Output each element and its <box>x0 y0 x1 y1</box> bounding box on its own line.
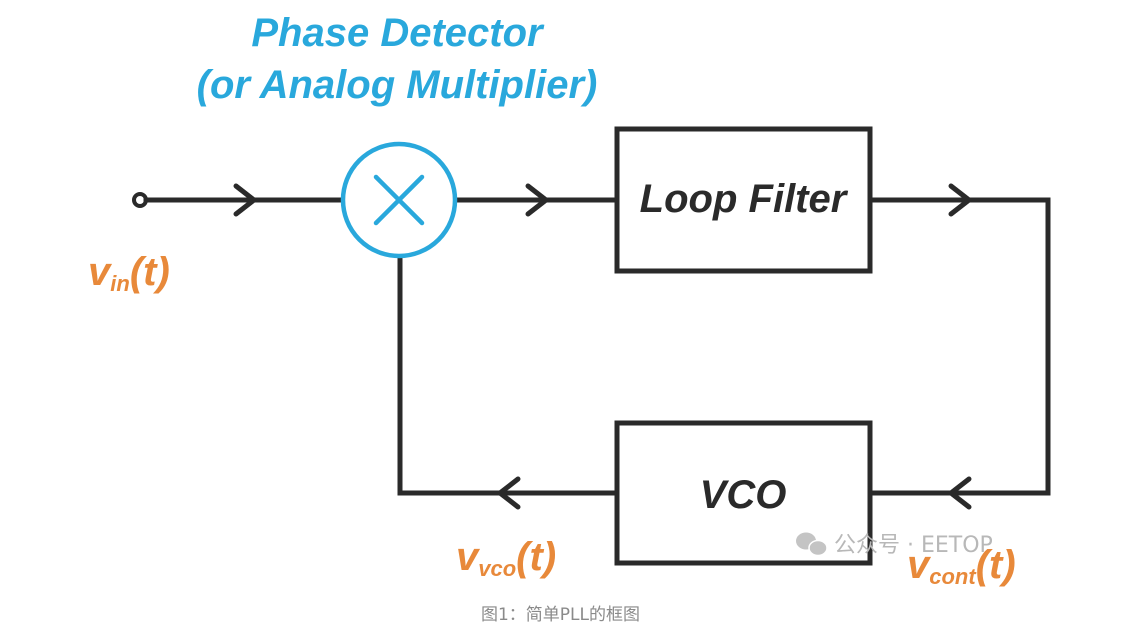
signal-vin: vin(t) <box>88 250 170 296</box>
loop-filter-block: Loop Filter <box>614 126 873 274</box>
wire-vco-feedback <box>397 253 620 496</box>
phase-detector-subtitle: (or Analog Multiplier) <box>197 63 598 107</box>
wire-loop-filter-to-vco <box>867 197 1051 496</box>
arrow-right-icon <box>948 183 972 217</box>
watermark: 公众号 · EETOP <box>796 532 993 558</box>
loop-filter-label: Loop Filter <box>640 177 849 221</box>
vco-block: VCO <box>614 420 873 566</box>
arrow-right-icon <box>233 183 257 217</box>
phase-detector <box>340 141 458 259</box>
signal-vcont: vcont(t) <box>907 543 1016 589</box>
wechat-icon <box>796 532 828 557</box>
phase-detector-title: Phase Detector <box>251 11 545 55</box>
arrow-left-icon <box>948 476 972 510</box>
figure-caption: 图1：简单PLL的框图 <box>480 605 640 625</box>
arrow-right-icon <box>525 183 549 217</box>
arrow-left-icon <box>497 476 521 510</box>
vco-label: VCO <box>700 473 787 517</box>
watermark-text: 公众号 · EETOP <box>834 533 993 558</box>
signal-vvco: vvco(t) <box>456 535 556 581</box>
